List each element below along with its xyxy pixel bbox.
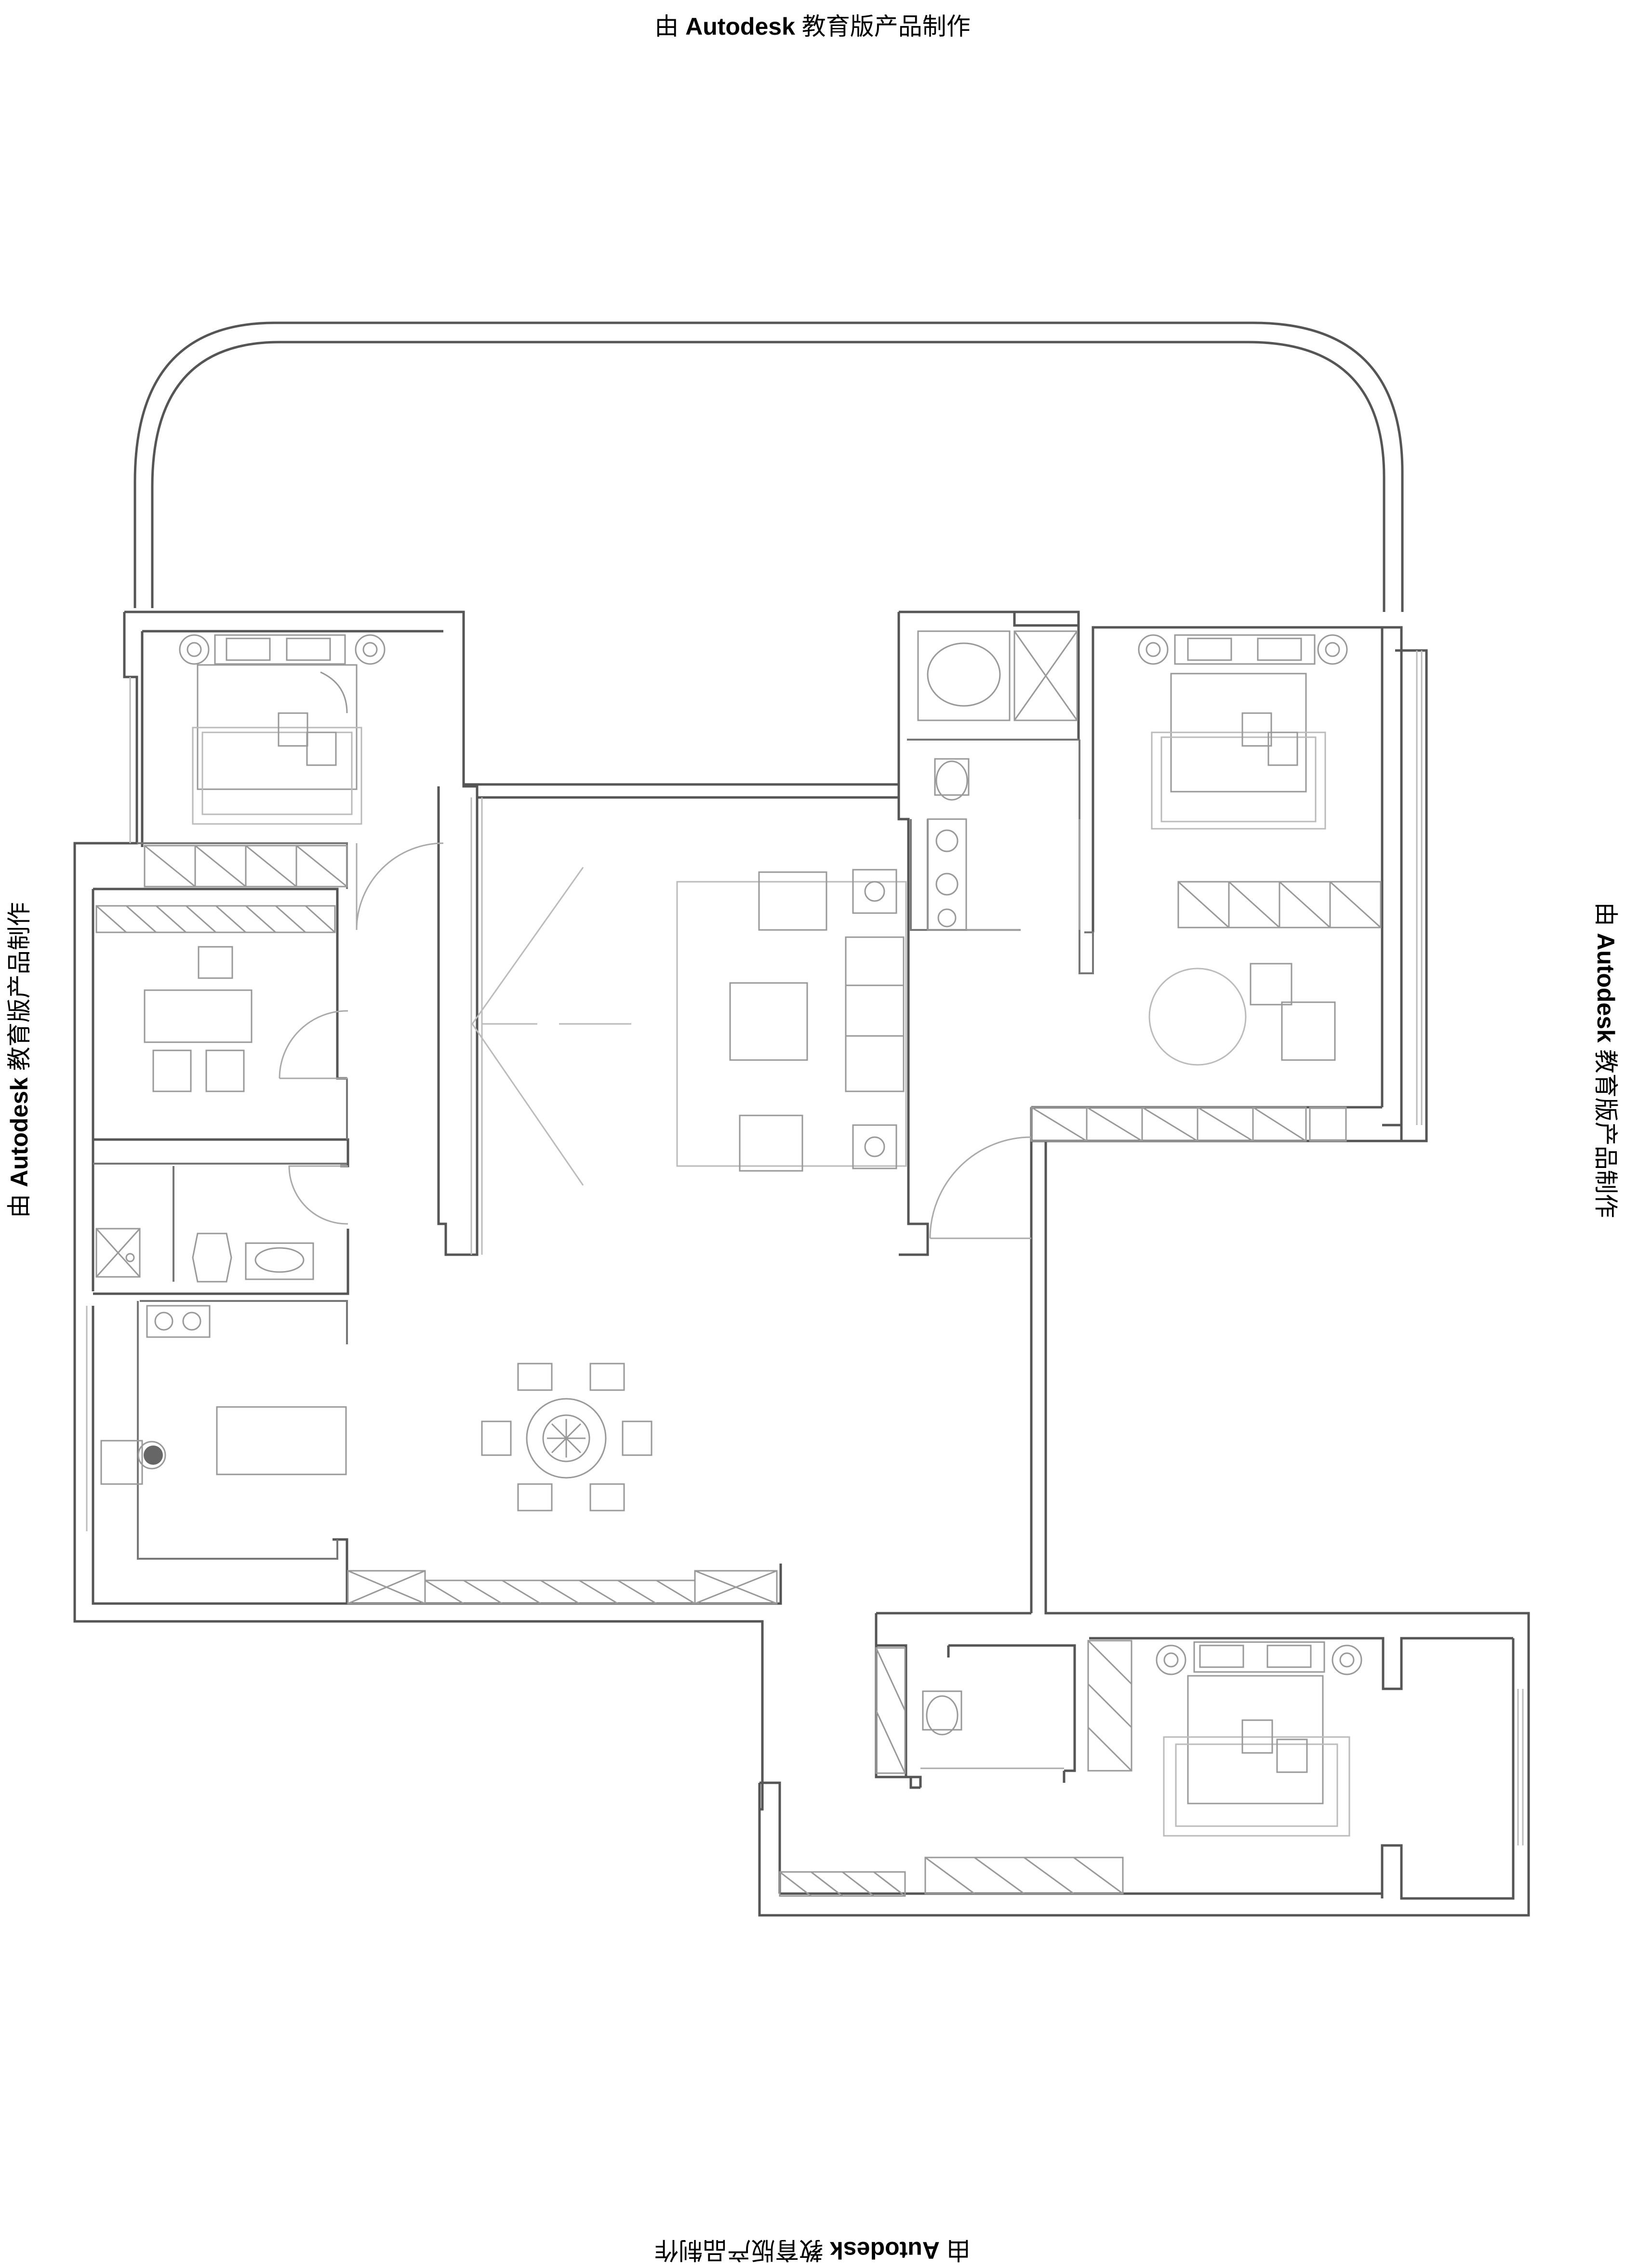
windows	[86, 650, 1524, 1845]
exterior-walls	[73, 610, 1530, 1917]
doors	[279, 819, 1080, 1769]
bathroom-left	[95, 1228, 314, 1283]
bathroom-lower	[922, 1690, 962, 1736]
living-room	[471, 867, 907, 1186]
wardrobes	[95, 845, 1382, 1897]
terrace-outline	[133, 321, 1404, 612]
watermark-top: 由 Autodesk 教育版产品制作	[654, 14, 971, 39]
watermark-brand: Autodesk	[685, 13, 795, 40]
kitchen	[100, 1305, 347, 1485]
dining-table	[481, 1363, 653, 1512]
master-bathroom	[917, 630, 1078, 931]
study-room	[144, 946, 253, 1092]
watermark-suffix: 教育版产品制作	[795, 13, 971, 40]
bedroom-2	[1138, 634, 1348, 1141]
interior-walls	[93, 739, 1094, 1560]
bedroom-3	[1156, 1641, 1362, 1837]
bedroom-1	[179, 634, 386, 825]
watermark-prefix: 由	[654, 13, 686, 40]
